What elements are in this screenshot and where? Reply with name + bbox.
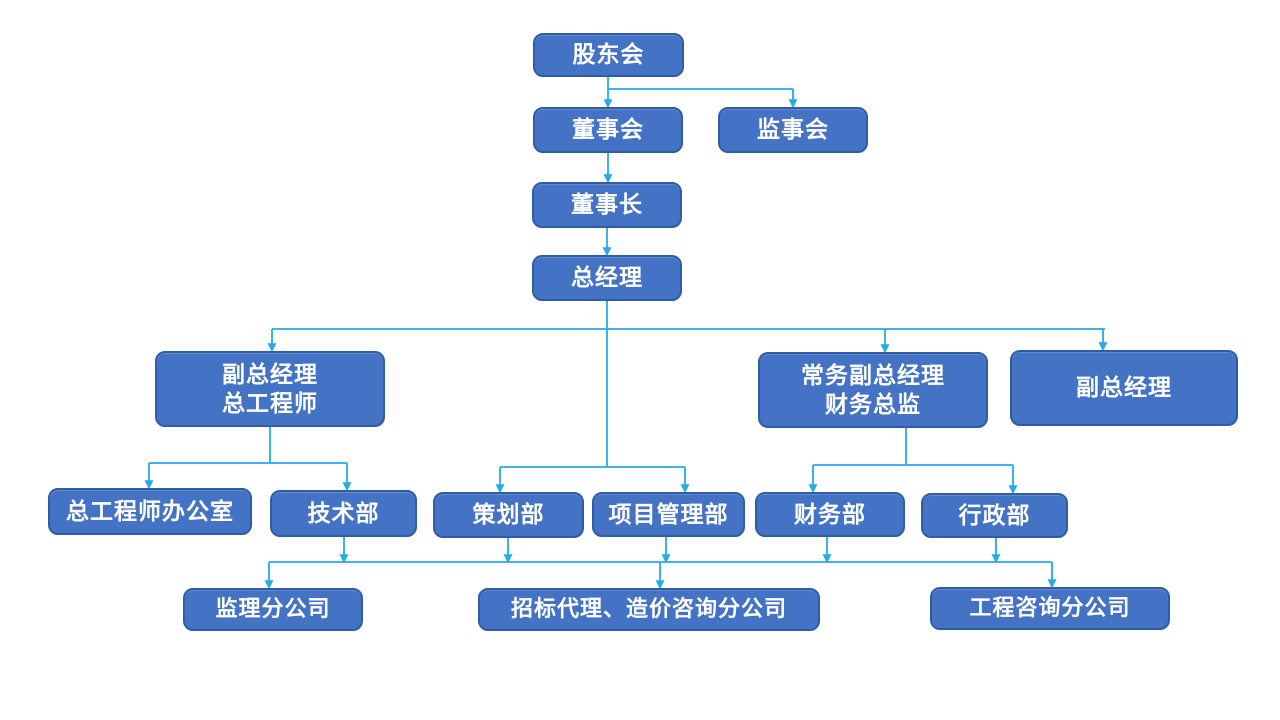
node-project-management-dept: 项目管理部 <box>592 492 745 537</box>
node-technology-dept: 技术部 <box>270 490 417 537</box>
node-admin-dept-label: 行政部 <box>958 501 1031 528</box>
node-general-manager-label: 总经理 <box>571 264 643 291</box>
node-bidding-cost-consulting-branch-label: 招标代理、造价咨询分公司 <box>510 596 787 622</box>
node-deputy-gm-label: 副总经理 <box>1076 374 1172 401</box>
node-bidding-cost-consulting-branch: 招标代理、造价咨询分公司 <box>478 588 820 631</box>
node-shareholders: 股东会 <box>533 33 684 77</box>
node-board-of-directors-label: 董事会 <box>572 116 644 143</box>
node-chief-engineer-office-label: 总工程师办公室 <box>66 497 234 524</box>
node-deputy-gm: 副总经理 <box>1010 350 1238 426</box>
node-chairman-label: 董事长 <box>571 191 643 218</box>
node-engineering-consulting-branch-label: 工程咨询分公司 <box>969 595 1131 621</box>
node-board-of-directors: 董事会 <box>533 107 683 153</box>
node-deputy-gm-chief-engineer-label: 副总经理 总工程师 <box>222 360 318 416</box>
node-chief-engineer-office: 总工程师办公室 <box>48 488 252 535</box>
node-supervision-branch: 监理分公司 <box>183 588 363 631</box>
node-project-management-dept-label: 项目管理部 <box>608 500 729 527</box>
node-engineering-consulting-branch: 工程咨询分公司 <box>930 587 1170 630</box>
node-general-manager: 总经理 <box>532 255 682 301</box>
node-admin-dept: 行政部 <box>921 493 1068 538</box>
node-deputy-gm-chief-engineer: 副总经理 总工程师 <box>155 351 385 427</box>
node-finance-dept-label: 财务部 <box>794 500 866 527</box>
node-chairman: 董事长 <box>532 182 682 228</box>
node-shareholders-label: 股东会 <box>572 41 645 68</box>
node-executive-deputy-gm-cfo: 常务副总经理 财务总监 <box>758 352 988 428</box>
node-technology-dept-label: 技术部 <box>307 499 380 526</box>
node-executive-deputy-gm-cfo-label: 常务副总经理 财务总监 <box>801 361 945 417</box>
node-supervision-branch-label: 监理分公司 <box>215 596 331 622</box>
node-board-of-supervisors-label: 监事会 <box>757 116 829 143</box>
node-board-of-supervisors: 监事会 <box>718 107 868 153</box>
node-finance-dept: 财务部 <box>755 492 905 537</box>
node-planning-dept-label: 策划部 <box>472 501 545 528</box>
node-planning-dept: 策划部 <box>433 492 584 538</box>
